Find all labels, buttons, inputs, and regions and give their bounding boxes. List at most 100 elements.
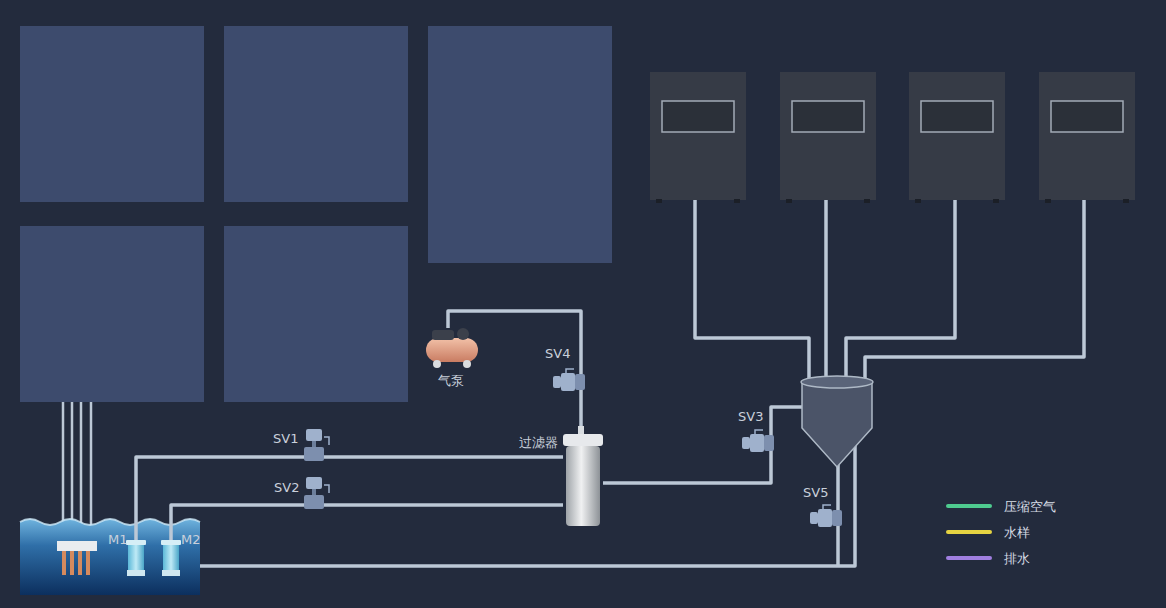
probe: [57, 541, 97, 575]
water-tank: [20, 519, 200, 595]
panel: [20, 26, 612, 402]
analyzer-cabinet: [921, 101, 993, 132]
analyzer-cabinet: [786, 199, 792, 203]
analyzer-cabinet: [780, 72, 876, 200]
legend-text: 压缩空气: [1004, 498, 1056, 516]
air-pump: [457, 328, 469, 340]
panel: [20, 226, 204, 402]
component-label: SV4: [545, 346, 570, 362]
mixing-tank: [802, 383, 872, 467]
component-label: M2: [181, 532, 201, 548]
legend-row: 水样: [946, 524, 1106, 542]
analyzer-cabinet: [1123, 199, 1129, 203]
component-node: 过滤器: [563, 426, 603, 527]
analyzer-cabinet: [915, 199, 921, 203]
solenoid-valve: [823, 505, 831, 509]
solenoid-valve: [306, 429, 322, 441]
solenoid-valve: [306, 477, 322, 489]
solenoid-valve: [324, 485, 329, 493]
legend-swatch: [946, 504, 992, 508]
analyzer-cabinet: [993, 199, 999, 203]
component-label: SV3: [738, 409, 763, 425]
pipe-connector: [329, 503, 563, 507]
mixing-tank: [801, 376, 873, 467]
solenoid-valve: [764, 435, 774, 451]
analyzer-cabinet: [734, 199, 740, 203]
probe: [62, 551, 66, 575]
legend-row: 排水: [946, 550, 1106, 568]
component-label: M1: [108, 532, 128, 548]
panel: [224, 26, 408, 202]
panel: [224, 226, 408, 402]
air-pump: [426, 328, 478, 368]
filter: [578, 426, 584, 435]
air-pump: [463, 360, 471, 368]
air-pump: [426, 338, 478, 362]
component-node: 气泵: [424, 328, 478, 368]
water-tank: [20, 519, 200, 595]
probe: [86, 551, 90, 575]
mixing-tank: [801, 376, 873, 388]
probe: [70, 551, 74, 575]
pipe-connector: [329, 455, 563, 459]
solenoid-valve: [561, 373, 575, 391]
submersible-pump: [126, 540, 146, 545]
component-label: SV2: [274, 480, 299, 496]
filter: [566, 446, 600, 526]
filter: [563, 434, 603, 446]
pipe: [192, 395, 855, 566]
analyzer-cabinet: [1039, 72, 1135, 200]
panel: [428, 26, 612, 263]
solenoid-valve: [575, 374, 585, 390]
legend-text: 水样: [1004, 524, 1030, 542]
solenoid-valve: [312, 441, 316, 447]
pipe: [824, 200, 828, 400]
solenoid-valve: [810, 512, 818, 524]
filter: [563, 426, 603, 526]
pipe: [846, 200, 955, 400]
solenoid-valve: [566, 369, 574, 373]
analyzer-cabinet: [909, 72, 1005, 200]
solenoid-valve: [832, 510, 842, 526]
pipe: [695, 200, 809, 400]
solenoid-valve: [755, 430, 763, 434]
solenoid-valve: [553, 376, 561, 388]
component-node: SV4: [553, 370, 587, 394]
component-label: 气泵: [438, 373, 464, 389]
submersible-pump: [161, 540, 181, 545]
component-node: SV1: [301, 428, 329, 462]
solenoid-valve: [742, 437, 750, 449]
panel: [20, 26, 204, 202]
air-pump: [433, 360, 441, 368]
solenoid-valve: [304, 447, 324, 461]
component-label: 过滤器: [519, 435, 558, 451]
analyzer-cabinet: [792, 101, 864, 132]
pipe: [63, 200, 1084, 566]
solenoid-valve: [750, 434, 764, 452]
component-node: SV2: [301, 476, 329, 510]
air-pump: [432, 330, 454, 340]
analyzer-cabinet: [662, 101, 734, 132]
analyzer-cabinet: [650, 72, 746, 200]
component-node: M2: [161, 540, 181, 576]
submersible-pump: [163, 545, 179, 570]
solenoid-valve: [324, 437, 329, 445]
solenoid-valve: [301, 369, 842, 531]
probe: [57, 541, 97, 551]
pipe: [836, 531, 840, 566]
pipe-connector: [136, 457, 301, 540]
legend-swatch: [946, 530, 992, 534]
submersible-pump: [162, 570, 180, 576]
analyzer-cabinet: [650, 72, 1135, 203]
solenoid-valve: [818, 509, 832, 527]
analyzer-cabinet: [656, 199, 662, 203]
submersible-pump: [126, 540, 181, 576]
component-label: SV5: [803, 485, 828, 501]
solenoid-valve: [312, 489, 316, 495]
submersible-pump: [127, 570, 145, 576]
water-tank: [20, 519, 200, 525]
pipe: [771, 407, 802, 430]
component-node: SV5: [810, 505, 842, 531]
